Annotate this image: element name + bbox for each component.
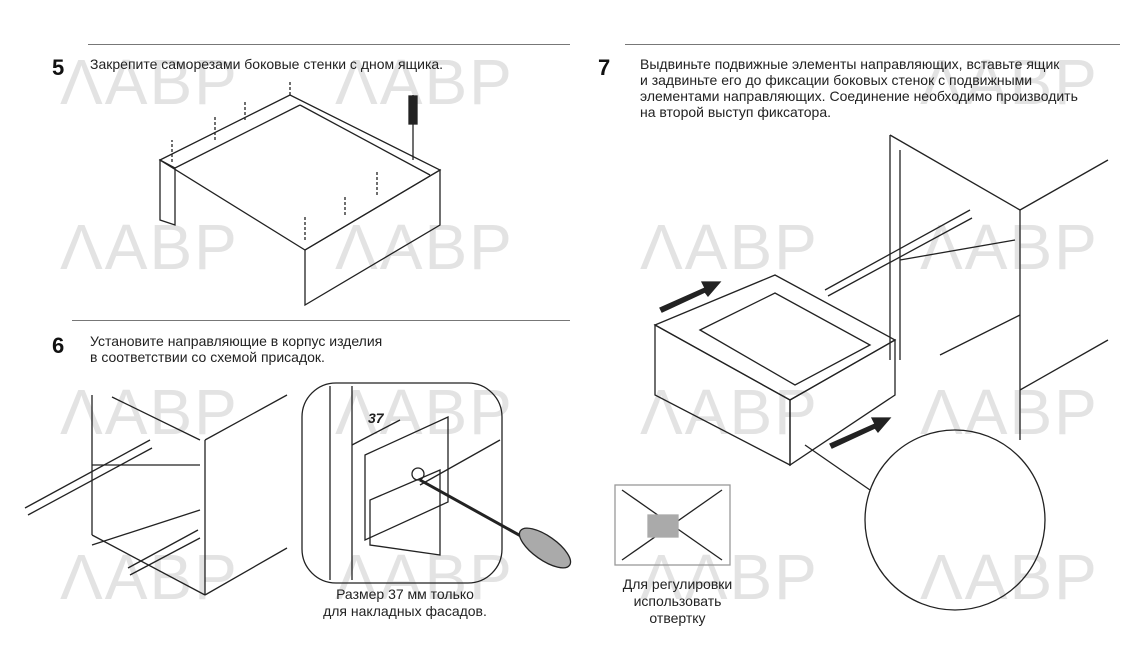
watermark-logo: ΛАВР: [640, 541, 819, 613]
watermark-logo: ΛАВР: [60, 46, 239, 118]
cabinet-rails-illustration: [24, 394, 288, 596]
step-text: Установите направляющие в корпус изделия…: [90, 333, 383, 365]
watermark-logo: ΛАВР: [640, 376, 819, 448]
section-divider: [88, 44, 570, 45]
step-number: 6: [52, 333, 65, 358]
screw-detail-illustration: [301, 382, 572, 584]
watermark-logo: ΛАВР: [60, 211, 239, 283]
step-text: Выдвиньте подвижные элементы направляющи…: [640, 56, 1078, 120]
drawer-assembly-illustration: [158, 80, 442, 307]
section-divider: [625, 44, 1120, 45]
watermark-logo: ΛАВР: [920, 376, 1099, 448]
watermark-logo: ΛАВР: [920, 541, 1099, 613]
step-text: Закрепите саморезами боковые стенки с дн…: [90, 56, 444, 72]
watermark-logo: ΛАВР: [920, 46, 1099, 118]
watermark-logo: ΛАВР: [335, 46, 514, 118]
step-number: 5: [52, 55, 65, 80]
watermark-logo: ΛАВР: [920, 211, 1099, 283]
watermark-logo: ΛАВР: [335, 211, 514, 283]
dimension-label: 37: [368, 410, 384, 426]
watermark-logo: ΛАВР: [60, 376, 239, 448]
drawer-insertion-illustration: [614, 134, 1109, 611]
watermark-logo: ΛАВР: [60, 541, 239, 613]
watermark-logo: ΛАВР: [335, 376, 514, 448]
watermark-logo: ΛАВР: [640, 211, 819, 283]
step-number: 7: [598, 55, 611, 80]
section-divider: [72, 320, 570, 321]
